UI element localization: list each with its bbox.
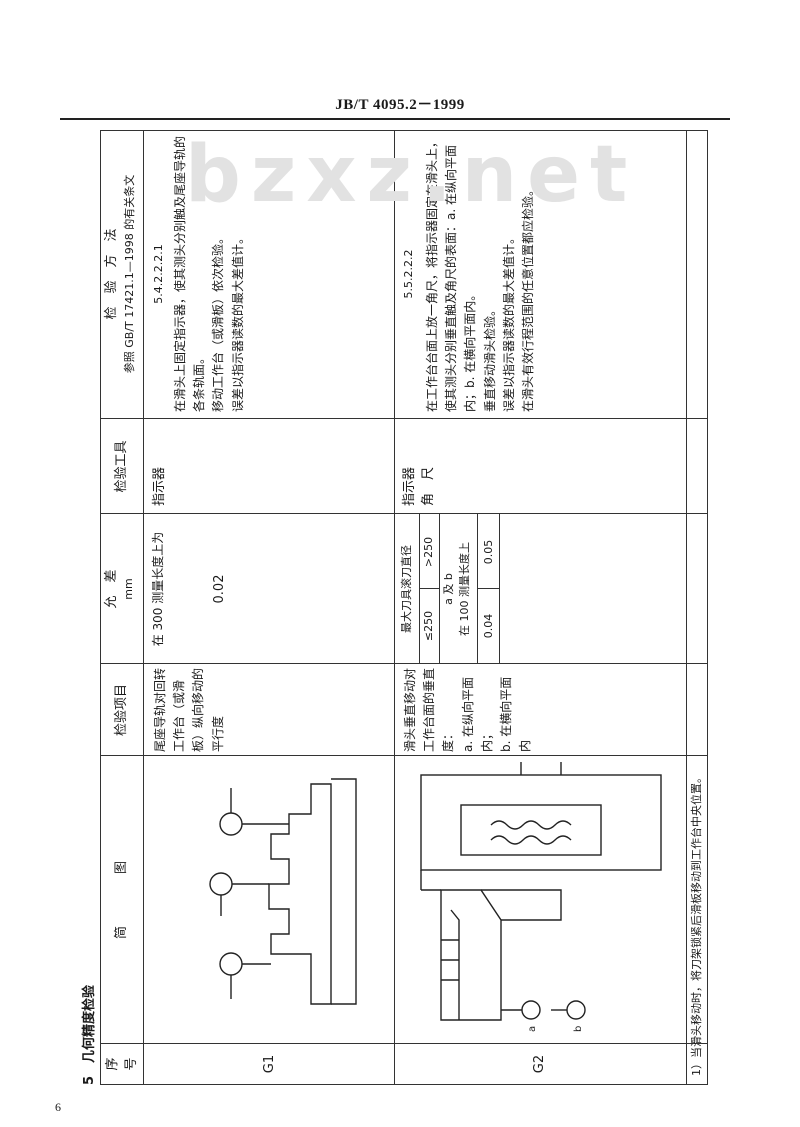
row-seq-g1: G1 bbox=[262, 1054, 277, 1074]
method-g1: 在滑头上固定指示器，使其测头分别触及尾座导轨的各条轨面。 移动工作台（或滑板）依… bbox=[171, 136, 248, 412]
perpendicularity-sketch: a b bbox=[420, 762, 662, 1032]
method-g1-step-2: 移动工作台（或滑板）依次检验。 bbox=[211, 231, 226, 412]
tool-g2: 指示器 角 尺 bbox=[402, 466, 436, 506]
tool-g1: 指示器 bbox=[152, 466, 167, 506]
tolerance-g1-length: 在 300 测量长度上为 bbox=[151, 531, 165, 647]
tolerance-g1-value: 0.02 bbox=[212, 574, 227, 604]
method-ref-g2: 5.5.2.2.2 bbox=[402, 249, 415, 299]
page-number: 6 bbox=[55, 1100, 61, 1114]
svg-text:a: a bbox=[527, 1026, 538, 1032]
method-g1-step-1: 在滑头上固定指示器，使其测头分别触及尾座导轨的各条轨面。 bbox=[173, 135, 207, 412]
tool-header: 检验工具 bbox=[114, 440, 129, 493]
method-g2-step-1: 在工作台台面上放一角尺，将指示器固定在滑头上，使其测头分别垂直触及角尺的表面：a… bbox=[425, 135, 478, 412]
rotated-page: 5 几何精度检验 序 号 简 图 检验项目 允 差 mm 检验工具 检 验 方 … bbox=[78, 130, 708, 1085]
tolerance-g2-small-value: 0.04 bbox=[482, 613, 495, 639]
diagram-g1 bbox=[161, 764, 381, 1024]
method-g1-step-3: 误差以指示器读数的最大差值计。 bbox=[230, 231, 245, 412]
row-seq-g2: G2 bbox=[532, 1054, 547, 1074]
seq-header: 序 号 bbox=[105, 1057, 139, 1071]
tolerance-g2-small-diameter: ≤250 bbox=[422, 610, 435, 642]
method-g2-step-3: 误差以指示器读数的最大差值计。 bbox=[501, 231, 516, 412]
guideway-indicator-sketch bbox=[209, 778, 357, 1005]
svg-text:b: b bbox=[573, 1026, 584, 1032]
method-g2-step-4: 在滑头有效行程范围的任意位置都应检验。 bbox=[520, 183, 535, 412]
inspection-table: 序 号 简 图 检验项目 允 差 mm 检验工具 检 验 方 法 参照 GB/T… bbox=[100, 130, 708, 1085]
diagram-header: 简 图 bbox=[114, 861, 129, 940]
method-reference: 参照 GB/T 17421.1—1998 的有关条文 bbox=[123, 174, 136, 374]
table-footnote: 1）当滑头移动时，将刀架锁紧后滑板移动到工作台中央位置。 bbox=[690, 772, 703, 1076]
tolerance-g2-large-value: 0.05 bbox=[482, 539, 495, 565]
item-g1: 尾座导轨对回转工作台（或滑板）纵向移动的平行度 bbox=[153, 667, 225, 752]
method-g2: 在工作台台面上放一角尺，将指示器固定在滑头上，使其测头分别垂直触及角尺的表面：a… bbox=[423, 136, 538, 412]
header-rule bbox=[60, 118, 730, 120]
method-header: 检 验 方 法 bbox=[104, 228, 119, 320]
tolerance-g2-header: 最大刀具滚刀直径 bbox=[400, 545, 413, 633]
item-header: 检验项目 bbox=[114, 684, 129, 737]
section-title: 5 几何精度检验 bbox=[82, 984, 97, 1085]
method-ref-g1: 5.4.2.2.2.1 bbox=[152, 244, 165, 304]
tolerance-header: 允 差 bbox=[104, 569, 119, 609]
diagram-g2: a b bbox=[401, 760, 681, 1040]
standard-number: JB/T 4095.2－1999 bbox=[335, 97, 465, 113]
tolerance-g2-length: 在 100 测量长度上 bbox=[458, 542, 471, 636]
tolerance-unit: mm bbox=[122, 578, 135, 600]
tolerance-g2-large-diameter: >250 bbox=[422, 536, 435, 568]
item-g2: 滑头垂直移动对工作台面的垂直度： a. 在纵向平面内； b. 在横向平面内 bbox=[403, 667, 533, 752]
tolerance-g2-planes: a 及 b bbox=[442, 573, 455, 605]
method-g2-step-2: 垂直移动滑头检验。 bbox=[482, 303, 497, 412]
